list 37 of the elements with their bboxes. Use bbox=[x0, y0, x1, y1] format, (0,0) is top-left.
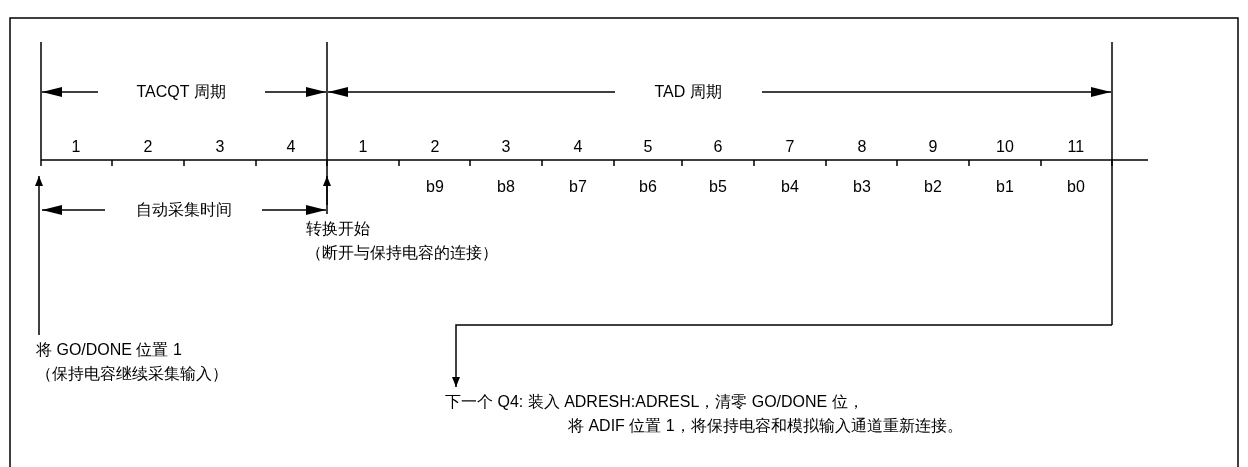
cycle-number: 8 bbox=[857, 137, 867, 157]
leader-arrow bbox=[323, 175, 331, 215]
cycle-number: 1 bbox=[71, 137, 81, 157]
cycle-number: 7 bbox=[785, 137, 795, 157]
dimension-label: 自动采集时间 bbox=[136, 200, 232, 220]
cycle-number: 3 bbox=[501, 137, 511, 157]
bit-label: b4 bbox=[781, 177, 799, 197]
bit-label: b2 bbox=[924, 177, 942, 197]
bit-label: b8 bbox=[497, 177, 515, 197]
annotation-text: 将 GO/DONE 位置 1 bbox=[36, 340, 182, 360]
cycle-number: 9 bbox=[928, 137, 938, 157]
annotation-text: （保持电容继续采集输入） bbox=[36, 364, 228, 384]
leader-arrow bbox=[452, 324, 1113, 388]
annotation-text: （断开与保持电容的连接） bbox=[306, 243, 498, 263]
bit-label: b3 bbox=[853, 177, 871, 197]
annotation-text: 将 ADIF 位置 1，将保持电容和模拟输入通道重新连接。 bbox=[568, 416, 963, 436]
cycle-number: 5 bbox=[643, 137, 653, 157]
cycle-number: 2 bbox=[430, 137, 440, 157]
annotation-text: 转换开始 bbox=[306, 219, 370, 239]
cycle-number: 4 bbox=[573, 137, 583, 157]
leader-arrow bbox=[35, 175, 43, 336]
cycle-number: 4 bbox=[286, 137, 296, 157]
cycle-number: 1 bbox=[358, 137, 368, 157]
cycle-number: 2 bbox=[143, 137, 153, 157]
bit-label: b0 bbox=[1067, 177, 1085, 197]
cycle-number: 10 bbox=[996, 137, 1014, 157]
bit-label: b6 bbox=[639, 177, 657, 197]
annotation-text: 下一个 Q4: 装入 ADRESH:ADRESL，清零 GO/DONE 位， bbox=[445, 392, 864, 412]
cycle-number: 3 bbox=[215, 137, 225, 157]
bit-label: b5 bbox=[709, 177, 727, 197]
bit-label: b9 bbox=[426, 177, 444, 197]
dimension-label: TAD 周期 bbox=[654, 82, 722, 102]
cycle-number: 6 bbox=[713, 137, 723, 157]
cycle-number: 11 bbox=[1067, 137, 1085, 157]
bit-label: b1 bbox=[996, 177, 1014, 197]
bit-label: b7 bbox=[569, 177, 587, 197]
dimension-label: TACQT 周期 bbox=[136, 82, 226, 102]
